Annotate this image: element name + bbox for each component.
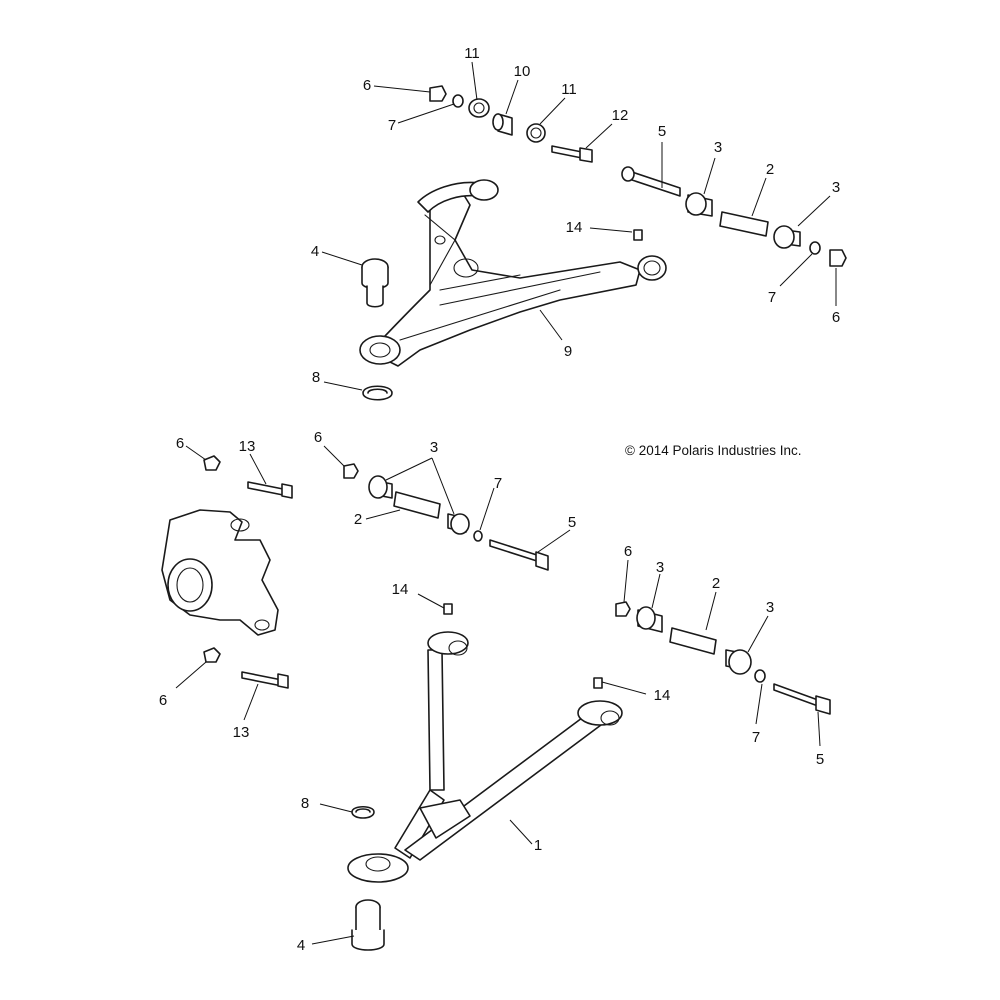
knuckle-hardware: [203, 455, 293, 689]
callout-2: 2: [354, 511, 362, 528]
callout-3: 3: [656, 559, 664, 576]
callout-6: 6: [363, 77, 371, 94]
callout-labels: 11 10 11 6 7 12 5 3 2 3 14 4 7 6 9 8 6 1…: [159, 45, 840, 954]
callout-6: 6: [624, 543, 632, 560]
leader-lines: [175, 61, 837, 945]
copyright-notice: © 2014 Polaris Industries Inc.: [625, 443, 802, 458]
callout-6: 6: [832, 309, 840, 326]
callout-11: 11: [561, 81, 577, 98]
callout-11: 11: [464, 45, 480, 62]
callout-5: 5: [568, 514, 576, 531]
ball-joint-upper: [361, 258, 389, 308]
snap-ring-upper: [362, 385, 393, 401]
callout-13: 13: [233, 724, 250, 741]
callout-7: 7: [388, 117, 396, 134]
upper-control-arm: [359, 179, 667, 367]
lower-control-arm: [347, 631, 623, 883]
callout-7: 7: [768, 289, 776, 306]
callout-4: 4: [311, 243, 319, 260]
callout-12: 12: [612, 107, 629, 124]
callout-6: 6: [314, 429, 322, 446]
callout-13: 13: [239, 438, 256, 455]
callout-4: 4: [297, 937, 305, 954]
callout-3: 3: [832, 179, 840, 196]
callout-2: 2: [712, 575, 720, 592]
callout-3: 3: [430, 439, 438, 456]
callout-2: 2: [766, 161, 774, 178]
top-hardware-row: [429, 85, 593, 163]
callout-14: 14: [392, 581, 409, 598]
grease-fitting-upper: [633, 229, 643, 241]
callout-14: 14: [654, 687, 671, 704]
callout-8: 8: [301, 795, 309, 812]
snap-ring-lower: [351, 805, 375, 819]
callout-7: 7: [752, 729, 760, 746]
callout-6: 6: [176, 435, 184, 452]
callout-5: 5: [658, 123, 666, 140]
upper-right-hardware: [621, 166, 847, 267]
callout-3: 3: [766, 599, 774, 616]
callout-1: 1: [534, 837, 542, 854]
callout-6: 6: [159, 692, 167, 709]
callout-8: 8: [312, 369, 320, 386]
grease-fitting-right: [593, 677, 603, 689]
callout-10: 10: [514, 63, 531, 80]
callout-14: 14: [566, 219, 583, 236]
callout-7: 7: [494, 475, 502, 492]
grease-fitting-mid: [443, 603, 453, 615]
lower-mid-hardware: [343, 463, 549, 571]
callout-9: 9: [564, 343, 572, 360]
lower-right-hardware: [615, 601, 831, 715]
steering-knuckle: [161, 509, 279, 636]
callout-3: 3: [714, 139, 722, 156]
callout-5: 5: [816, 751, 824, 768]
ball-joint-lower: [351, 899, 385, 951]
